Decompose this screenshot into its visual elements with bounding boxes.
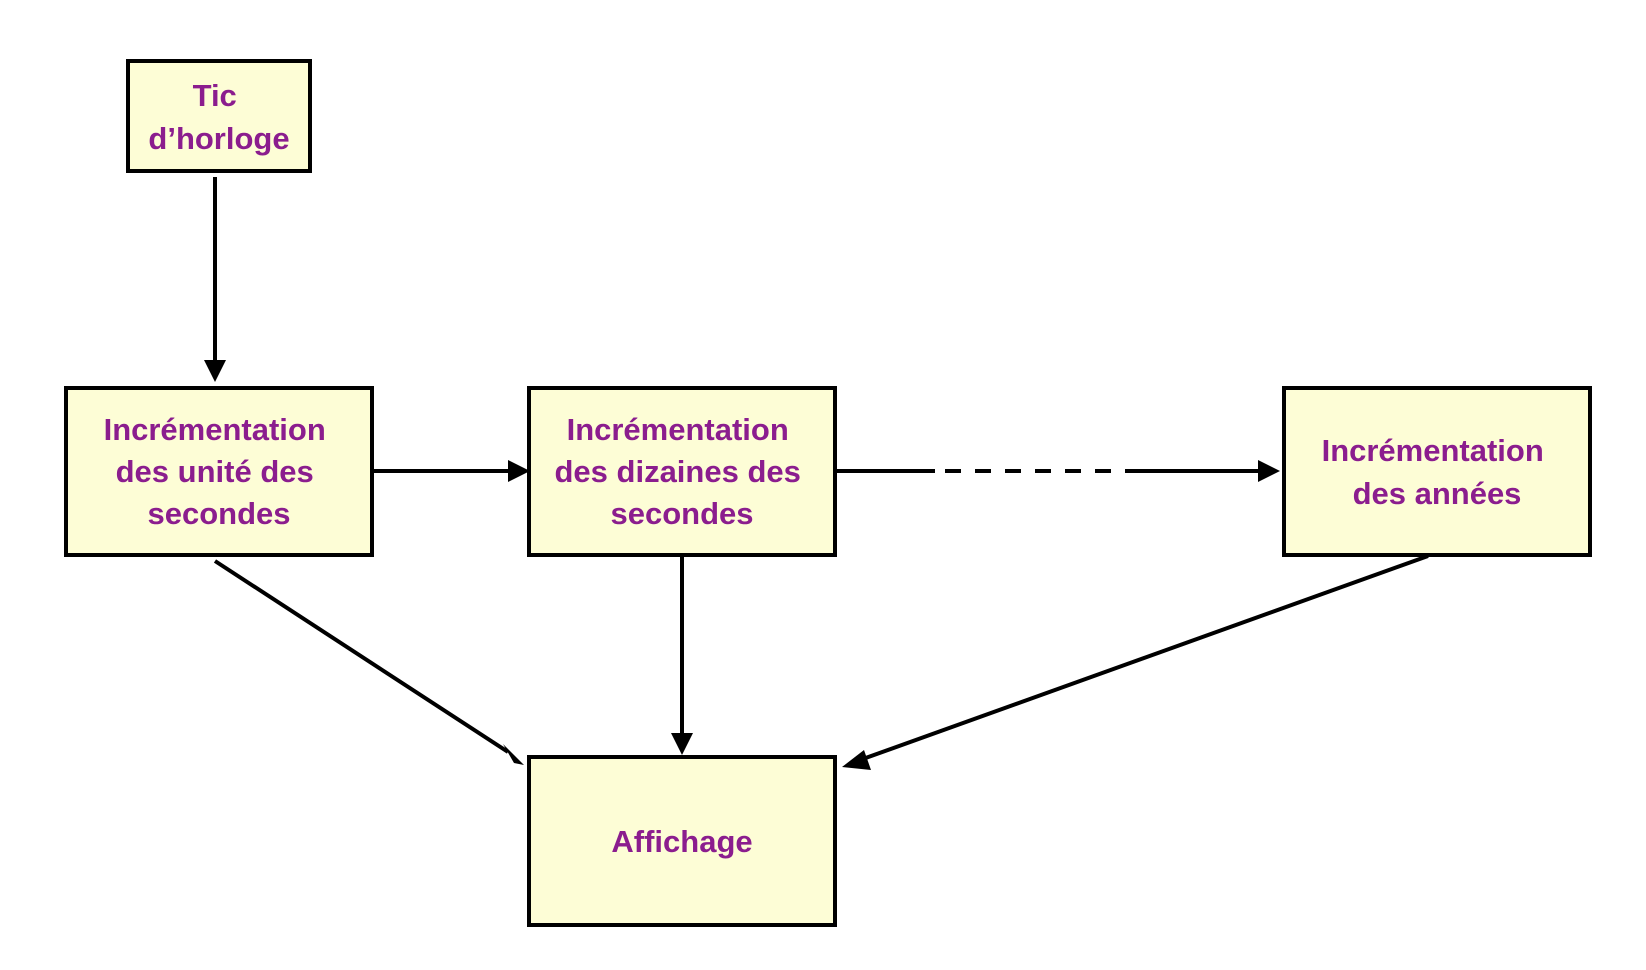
svg-text:Affichage: Affichage — [611, 824, 752, 859]
arrowhead-unites-to-dizaines — [508, 460, 530, 482]
node-label-line: des unité des — [116, 454, 314, 489]
node-label-line: des dizaines des — [554, 454, 800, 489]
node-incrementation-unites[interactable]: Incrémentation des unité des secondes — [64, 386, 374, 557]
svg-text:Incrémentation des diz: Incrémentation des dizaines des secondes — [554, 412, 809, 531]
arrowhead-dizaines-to-annees — [1258, 460, 1280, 482]
svg-text:Tic d’horloge: Tic d’horloge — [148, 78, 289, 156]
arrowhead-annees-to-affichage — [842, 750, 871, 770]
node-label-line: Tic — [193, 78, 237, 113]
node-label-line: d’horloge — [148, 121, 289, 156]
node-label-line: Incrémentation — [1322, 433, 1544, 468]
node-affichage[interactable]: Affichage — [527, 755, 837, 927]
arrowhead-tic-to-unites — [204, 360, 226, 382]
svg-text:Incrémentation des uni: Incrémentation des unité des secondes — [104, 412, 335, 531]
nodes: Tic d’horloge Incrémentation des unité d… — [64, 59, 1592, 927]
node-label-line: secondes — [147, 496, 290, 531]
edge-unites-to-affichage — [213, 559, 510, 754]
node-label-line: des années — [1353, 476, 1522, 511]
node-label-line: Incrémentation — [567, 412, 789, 447]
edges — [204, 177, 1429, 770]
node-label-line: Incrémentation — [104, 412, 326, 447]
arrowhead-unites-to-affichage — [503, 744, 524, 765]
arrowhead-dizaines-to-affichage — [671, 733, 693, 755]
svg-text:Incrémentation des ann: Incrémentation des années — [1322, 433, 1553, 511]
node-incrementation-annees[interactable]: Incrémentation des années — [1282, 386, 1592, 557]
node-tic-d-horloge[interactable]: Tic d’horloge — [126, 59, 312, 173]
edge-annees-to-affichage — [859, 554, 1429, 762]
node-incrementation-dizaines[interactable]: Incrémentation des dizaines des secondes — [527, 386, 837, 557]
node-label-line: Affichage — [611, 824, 752, 859]
node-label-line: secondes — [610, 496, 753, 531]
